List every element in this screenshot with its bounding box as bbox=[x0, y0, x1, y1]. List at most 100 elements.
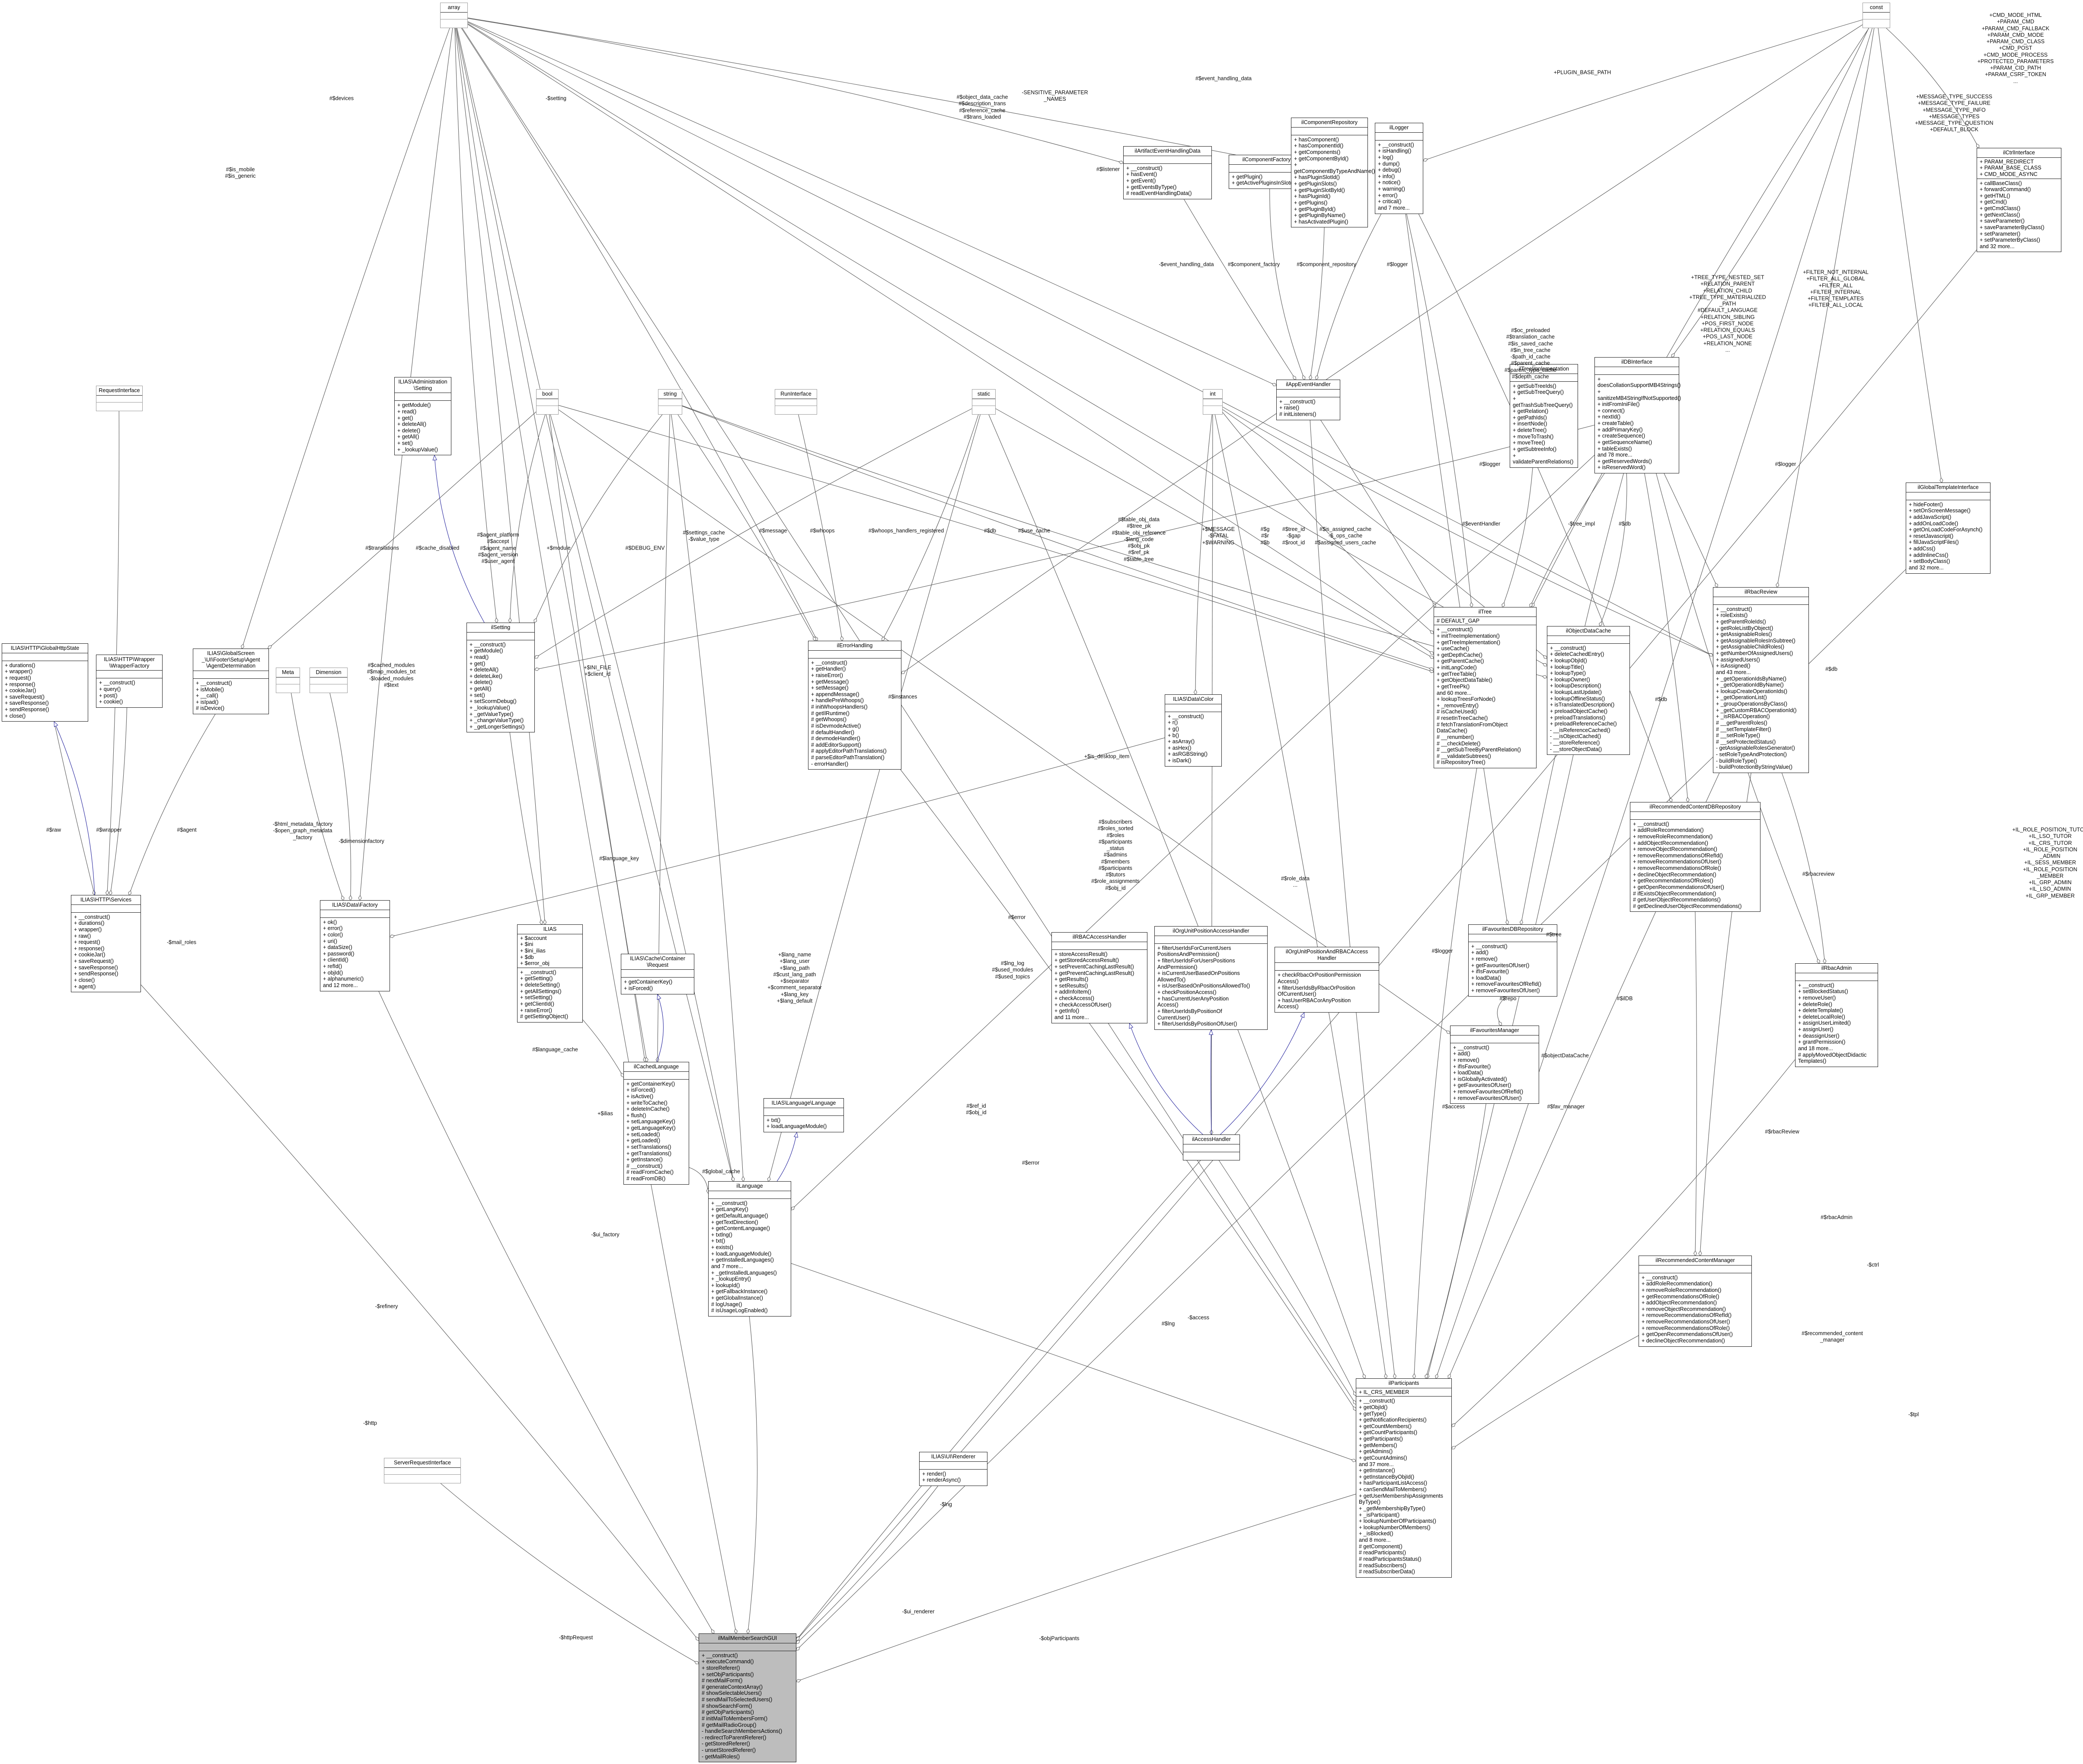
class-box-artifact[interactable]: ilArtifactEventHandlingData + __construc… bbox=[1123, 146, 1212, 199]
class-box-runif[interactable]: RunInterface bbox=[775, 389, 817, 415]
method-row: + __construct() bbox=[1633, 821, 1669, 827]
method-row: + durations() bbox=[74, 920, 105, 927]
method-row: + post() bbox=[99, 692, 118, 699]
class-box-string[interactable]: string bbox=[658, 389, 682, 415]
method-row: # sendMailToSelectedUsers() bbox=[702, 1697, 773, 1703]
method-row: + read() bbox=[470, 654, 489, 660]
method-row: + isUserBasedOnPositionsAllowedTo() bbox=[1157, 983, 1250, 989]
class-box-rbacaccess[interactable]: ilRBACAccessHandler + storeAccessResult(… bbox=[1051, 932, 1147, 1023]
class-box-cachedlang[interactable]: ilCachedLanguage + getContainerKey()+ is… bbox=[623, 1062, 689, 1185]
edge-array-appevent bbox=[467, 21, 1277, 387]
class-box-orgrbacaccess[interactable]: ilOrgUnitPositionAndRBACAccess Handler +… bbox=[1275, 947, 1379, 1013]
class-attributes bbox=[1630, 812, 1760, 820]
method-row: + isHandling() bbox=[1378, 148, 1412, 154]
method-row: # __setRoleType() bbox=[1716, 732, 1760, 739]
class-box-favrepo[interactable]: ilFavouritesDBRepository + __construct()… bbox=[1468, 924, 1557, 997]
class-box-participants[interactable]: ilParticipants + IL_CRS_MEMBER + __const… bbox=[1356, 1378, 1452, 1578]
class-box-color[interactable]: ILIAS\Data\Color + __construct()+ r()+ g… bbox=[1165, 694, 1222, 767]
method-row: # __setProtectedStatus() bbox=[1716, 738, 1776, 745]
class-box-adminsetting[interactable]: ILIAS\Administration \Setting + getModul… bbox=[394, 377, 451, 456]
method-row: + initFromIniFile() bbox=[1597, 401, 1640, 408]
method-row: + getAssignableRoles() bbox=[1716, 631, 1772, 638]
class-attributes bbox=[276, 677, 300, 684]
edge-label-72: +IL_ROLE_POSITION_TUTOR +IL_LSO_TUTOR +I… bbox=[2012, 827, 2083, 899]
class-box-dimension[interactable]: Dimension bbox=[310, 668, 348, 693]
class-box-rbacreview[interactable]: ilRbacReview + __construct()+ roleExists… bbox=[1713, 587, 1809, 773]
edge-logger-recrepo bbox=[1418, 214, 1673, 803]
method-row: + isIpad() bbox=[196, 699, 219, 705]
class-box-recmgr[interactable]: ilRecommendedContentManager + __construc… bbox=[1639, 1256, 1752, 1347]
method-row: # getWhoops() bbox=[811, 716, 847, 723]
class-box-gui[interactable]: ilMailMemberSearchGUI + __construct()+ e… bbox=[699, 1633, 796, 1763]
class-box-ilsetting[interactable]: ilSetting + __construct()+ getModule()+ … bbox=[466, 623, 535, 733]
method-row: and 78 more... bbox=[1597, 452, 1633, 458]
method-row: + removeUser() bbox=[1798, 994, 1836, 1001]
class-box-rbacadmin[interactable]: ilRbacAdmin + __construct()+ setBlockedS… bbox=[1795, 963, 1878, 1067]
method-row: + r() bbox=[1168, 719, 1178, 726]
class-name: ilParticipants bbox=[1356, 1379, 1451, 1388]
class-box-ghs[interactable]: ILIAS\HTTP\GlobalHttpState + durations()… bbox=[2, 643, 88, 722]
method-row: + hasUserRBACorAnyPosition Access() bbox=[1278, 997, 1351, 1010]
class-box-tpl[interactable]: ilGlobalTemplateInterface + hideFooter()… bbox=[1906, 483, 1990, 574]
class-box-serverreq[interactable]: ServerRequestInterface bbox=[384, 1458, 461, 1483]
method-row: + __construct() bbox=[1798, 982, 1834, 988]
class-box-bool[interactable]: bool bbox=[536, 389, 559, 415]
method-row: + forwardCommand() bbox=[1980, 186, 2031, 193]
edge-label-58: #$objectDataCache bbox=[1541, 1052, 1589, 1059]
method-row: + renderAsync() bbox=[922, 1477, 961, 1483]
class-box-recrepo[interactable]: ilRecommendedContentDBRepository + __con… bbox=[1630, 802, 1760, 912]
class-box-const[interactable]: const bbox=[1863, 3, 1890, 28]
class-box-accesshandler[interactable]: ilAccessHandler bbox=[1183, 1134, 1240, 1160]
class-box-logger[interactable]: ilLogger + __construct()+ isHandling()+ … bbox=[1375, 123, 1423, 214]
method-row: and 37 more... bbox=[1359, 1461, 1394, 1467]
method-row: + getFallbackInstance() bbox=[711, 1288, 768, 1295]
class-attributes bbox=[1595, 367, 1679, 375]
method-row: + cookieJar() bbox=[74, 952, 105, 958]
method-row: + getClientId() bbox=[520, 1000, 554, 1007]
method-row: + raise() bbox=[1279, 405, 1300, 411]
class-box-datafactory[interactable]: ILIAS\Data\Factory + ok()+ error()+ colo… bbox=[320, 900, 390, 991]
edge-logger-favrepo bbox=[1405, 214, 1509, 925]
method-row: + getObjId() bbox=[1359, 1404, 1388, 1410]
class-box-appevent[interactable]: ilAppEventHandler + __construct()+ raise… bbox=[1276, 380, 1340, 420]
method-row: + assignUser() bbox=[1798, 1026, 1834, 1032]
class-box-cachereq[interactable]: ILIAS\Cache\Container \Request + getCont… bbox=[621, 954, 694, 994]
class-name: ilRbacReview bbox=[1713, 588, 1808, 597]
class-box-dbif[interactable]: ilDBInterface + doesCollationSupportMB4S… bbox=[1594, 357, 1681, 473]
edge-label-80: -$objParticipants bbox=[1039, 1635, 1080, 1642]
class-attributes bbox=[808, 651, 901, 658]
class-box-comprepo[interactable]: ilComponentRepository + hasComponent()+ … bbox=[1291, 118, 1375, 228]
class-box-ctrl[interactable]: ilCtrlInterface + PARAM_REDIRECT+ PARAM_… bbox=[1977, 148, 2061, 252]
edge-const-participants bbox=[1435, 28, 1872, 1379]
edge-datafactory-gui bbox=[378, 991, 715, 1634]
method-row: + request() bbox=[5, 674, 31, 681]
class-box-wrapperfactory[interactable]: ILIAS\HTTP\Wrapper \WrapperFactory + __c… bbox=[96, 655, 163, 708]
class-box-tree[interactable]: ilTree # DEFAULT_GAP + __construct()+ in… bbox=[1434, 607, 1537, 768]
method-row: + _getValueType() bbox=[470, 711, 514, 717]
class-box-static[interactable]: static bbox=[972, 389, 996, 415]
class-box-objcache[interactable]: ilObjectDataCache + __construct()+ delet… bbox=[1547, 626, 1630, 755]
method-row: + getReservedWords() bbox=[1597, 458, 1652, 464]
method-row: + __construct() bbox=[811, 659, 847, 666]
class-box-error[interactable]: ilErrorHandling + __construct()+ getHand… bbox=[808, 641, 901, 770]
class-box-favmgr[interactable]: ilFavouritesManager + __construct()+ add… bbox=[1450, 1026, 1539, 1104]
class-name: ILIAS\Administration \Setting bbox=[395, 377, 451, 393]
class-box-language[interactable]: ilLanguage + __construct()+ getLangKey()… bbox=[708, 1181, 791, 1317]
class-box-int[interactable]: int bbox=[1203, 389, 1223, 415]
class-box-treeimpl[interactable]: ilTreeImplementation + getSubTreeIds()+ … bbox=[1510, 364, 1578, 468]
class-box-agentdet[interactable]: ILIAS\GlobalScreen _\UI\Footer\Setup\Age… bbox=[193, 649, 269, 714]
class-attributes bbox=[1052, 942, 1147, 950]
class-box-ilias[interactable]: ILIAS + $account+ $ini+ $ini_ilias+ $db+… bbox=[517, 924, 583, 1023]
edge-label-38: +$INI_FILE +$client_id bbox=[584, 664, 611, 677]
class-box-reqif[interactable]: RequestInterface bbox=[96, 386, 143, 411]
edge-favmgr-participants bbox=[1425, 1103, 1486, 1379]
class-box-meta[interactable]: Meta bbox=[276, 668, 300, 693]
method-row: + raiseError() bbox=[520, 1007, 552, 1013]
class-box-langif[interactable]: ILIAS\Language\Language + txt()+ loadLan… bbox=[764, 1098, 844, 1132]
class-box-orgaccess[interactable]: ilOrgUnitPositionAccessHandler + filterU… bbox=[1154, 926, 1268, 1030]
class-box-renderer[interactable]: ILIAS\UI\Renderer + render()+ renderAsyn… bbox=[919, 1452, 987, 1486]
class-box-services[interactable]: ILIAS\HTTP\Services + __construct()+ dur… bbox=[71, 895, 141, 993]
class-box-array[interactable]: array bbox=[440, 3, 468, 28]
edge-label-25: #$message bbox=[759, 527, 787, 534]
class-methods: + __construct()+ getHandler()+ raiseErro… bbox=[808, 658, 901, 770]
